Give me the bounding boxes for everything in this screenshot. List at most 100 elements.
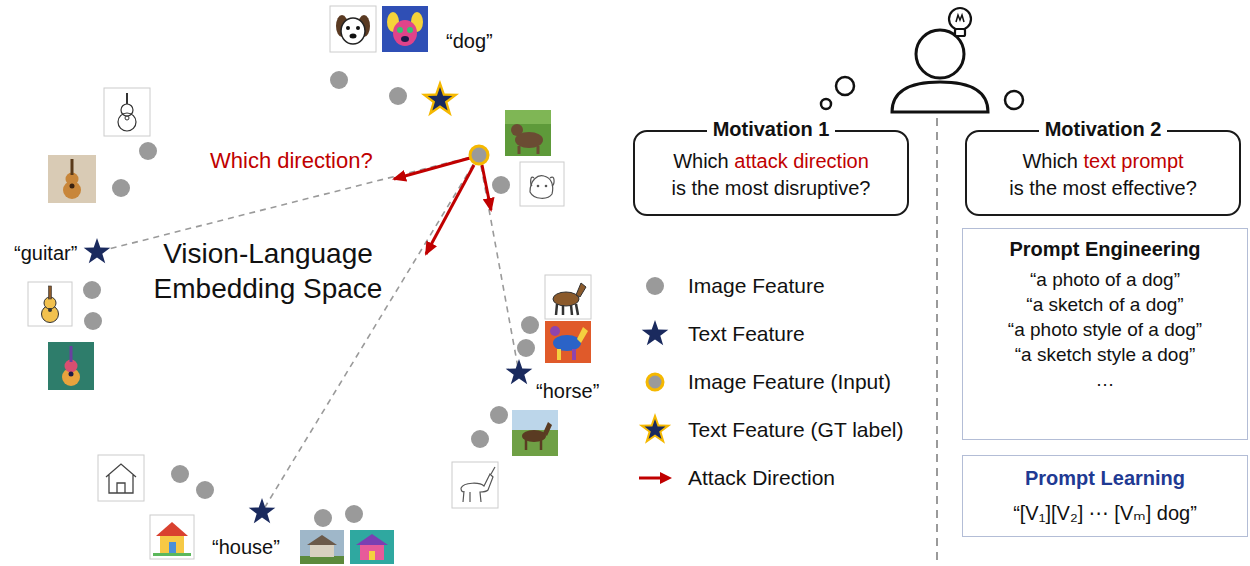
label-holder: “dog” [446,30,493,53]
thinking-person-icon [892,82,988,112]
guitar-cartoon-thumb [28,282,72,326]
legend-sample [636,365,674,399]
legend-sample [636,317,674,351]
dog-photo-thumb [518,146,521,154]
dog-photo-thumb [505,110,551,156]
title-holder: Motivation 1 [635,118,907,141]
dog-photo-thumb [537,146,540,154]
horse-colorful-thumb [545,321,591,363]
class-label: “guitar” [14,242,77,264]
section-divider [936,118,938,562]
dog-cartoon-thumb [346,26,350,30]
house-photo-thumb [300,530,344,564]
house-photo-thumb [310,544,334,557]
thought-bubble [821,77,1023,109]
horse-cartoon-thumb [576,283,586,297]
guitar-cartoon-thumb [48,308,52,312]
gt-text-star [421,80,459,116]
label-holder: “house” [212,536,280,559]
dashed-guide [262,155,479,512]
dog-cartoon-thumb [330,6,376,52]
highlight-text: text prompt [1084,150,1184,172]
horse-cartoon-thumb [545,275,591,319]
horse-colorful-thumb [553,335,581,351]
house-colorful-thumb [356,534,388,545]
guitar-sketch-thumb [121,104,133,116]
horse-cartoon-thumb [556,304,557,315]
gt-text-star [428,87,453,111]
image-feature-dot [112,179,130,197]
horse-sketch-thumb [452,462,498,508]
horse-sketch-thumb [461,474,493,502]
guitar-cartoon-thumb [42,306,59,323]
prompt-text: … [1096,367,1115,392]
horse-photo-thumb [526,440,541,450]
house-colorful-thumb [360,544,384,560]
dog-colorful-thumb [393,20,417,46]
horse-sketch-thumb [452,462,498,508]
horse-cartoon-thumb [562,305,565,315]
house-sketch-thumb [98,455,144,501]
dog-sketch-thumb [530,176,553,199]
dog-photo-thumb [505,110,551,156]
legend-sample [636,461,674,495]
guitar-cartoon-thumb [28,282,72,326]
guitar-colorful-thumb [69,372,74,377]
horse-photo-thumb [512,410,558,430]
guitar-photo-thumb [48,155,96,203]
horse-sketch-thumb [491,467,495,474]
dog-colorful-thumb [407,27,413,33]
dog-sketch-thumb [531,177,554,186]
legend-row: Text Feature (GT label) [636,413,904,447]
prompt-panel: Prompt Engineering“a photo of a dog”“a s… [962,228,1248,440]
body-text: is the most effective? [1009,177,1197,199]
dog-cartoon-thumb [341,18,365,44]
horse-cartoon-thumb [576,304,578,315]
label-holder: “horse” [536,380,599,403]
attack-arrow [394,158,491,254]
thought-bubble [1005,91,1023,109]
legend-sample [645,419,666,439]
horse-cartoon-thumb [545,275,591,319]
prompt-panel: Prompt Learning“[V₁][V₂] ⋯ [Vₘ] dog” [962,455,1248,537]
lightbulb-icon [949,8,971,36]
attack-arrow [482,165,491,210]
attack-arrow [426,165,474,254]
image-feature-dot [330,71,348,89]
body-text: Which [673,150,729,172]
legend-sample [639,477,662,480]
panel-heading: Prompt Engineering [1009,237,1200,261]
dog-sketch-thumb [520,162,564,206]
gt-text-star [421,80,459,116]
image-feature-dot [83,71,539,527]
motivation-box: Motivation 2Whichtext promptis the most … [965,130,1241,216]
class-label: “horse” [536,380,599,402]
horse-colorful-thumb [572,349,576,360]
image-feature-dot [196,481,214,499]
panel-heading: Prompt Learning [1025,466,1185,490]
image-feature-dot [471,430,489,448]
legend-row: Text Feature [636,317,805,351]
house-cartoon-thumb [150,515,194,559]
horse-photo-thumb [525,440,528,450]
dog-photo-thumb [505,110,551,124]
house-cartoon-thumb [160,535,184,553]
attack-arrow [394,158,470,179]
dog-cartoon-thumb [330,6,376,52]
dog-sketch-thumb [520,162,564,206]
house-cartoon-thumb [153,553,191,556]
class-label: “dog” [446,30,493,52]
house-photo-thumb [300,556,344,564]
guitar-sketch-thumb [104,88,150,136]
legend-sample [642,320,669,345]
guitar-colorful-thumb [70,346,73,362]
box-title: Motivation 2 [1039,118,1168,140]
legend-text: Text Feature [688,317,805,351]
image-feature-dot [521,316,539,334]
lightbulb-icon [949,8,971,30]
text-line: is the most disruptive? [672,175,871,202]
image-feature-dot [345,505,363,523]
horse-cartoon-thumb [553,292,579,306]
legend-text: Image Feature [688,269,825,303]
